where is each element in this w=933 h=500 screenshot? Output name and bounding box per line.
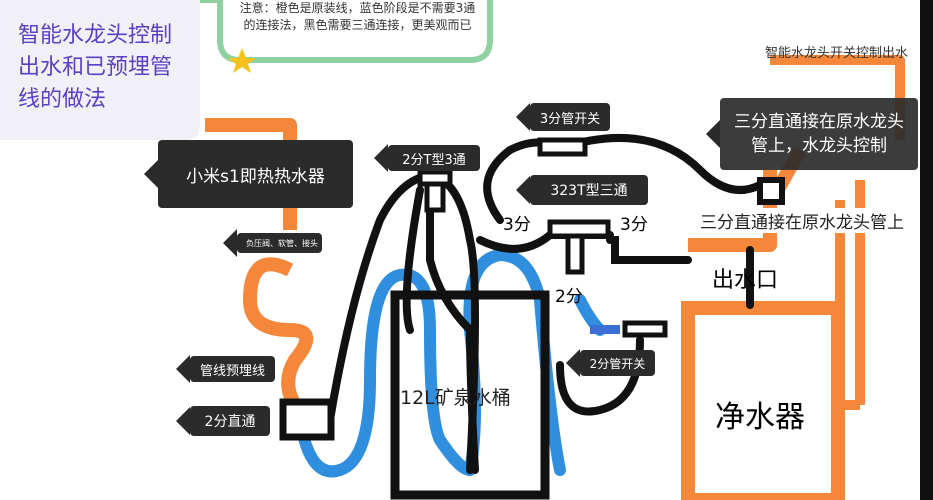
straight-2-fitting	[279, 398, 335, 441]
switch-2-tag: 2分管开关	[566, 349, 655, 377]
switch-3-tag: 3分管开关	[516, 103, 610, 131]
valve-tag: 负压阀、软管、接头	[223, 229, 322, 257]
bucket-label: 12L矿泉水桶	[400, 387, 511, 409]
left-3-label: 3分	[503, 215, 531, 235]
faucet-control-label: 智能水龙头开关控制出水	[765, 46, 909, 61]
straight-3-tag: 三分直通接在原水龙头管上，水龙头控制	[706, 98, 918, 170]
straight-2-tag: 2分直通	[176, 406, 270, 436]
outlet-label: 出水口	[712, 268, 779, 293]
purifier-box	[681, 301, 845, 500]
purifier-label: 净水器	[715, 400, 805, 435]
ghost-label: 三分直通接在原水龙头管上	[700, 208, 904, 233]
bucket-box	[390, 290, 550, 500]
page-title: 智能水龙头控制出水和已预埋管线的做法	[18, 23, 173, 112]
t323-tag: 323T型三通	[516, 175, 648, 205]
pipe-embedded-tag: 管线预埋线	[176, 355, 275, 383]
note-text: 注意：橙色是原装线，蓝色阶段是不需要3通的连接法，黑色需要三通连接，更美观而已	[239, 1, 476, 32]
switch-2-fitting	[622, 320, 668, 338]
switch-3-fitting	[537, 137, 588, 157]
bottom-2-label: 2分	[555, 287, 583, 307]
star-icon	[228, 48, 256, 73]
straight-3-fitting	[757, 177, 785, 205]
t3-2-tag: 2分T型3通	[374, 144, 480, 172]
valve-label: 负压阀、软管、接头	[246, 238, 318, 248]
heater-tag: 小米s1即热热水器	[144, 140, 353, 208]
title-panel	[0, 0, 200, 140]
right-3-label: 3分	[620, 215, 648, 235]
